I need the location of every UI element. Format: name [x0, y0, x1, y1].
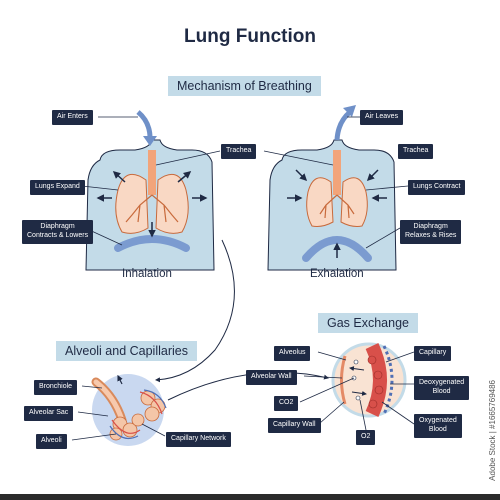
gas-exchange-illustration [331, 342, 407, 418]
inhalation-trachea [148, 150, 156, 195]
exhalation-right-lung [340, 177, 368, 227]
label-alveoli: Alveoli [36, 434, 67, 449]
connector-curve [155, 239, 235, 383]
exhalation-illustration [267, 105, 397, 271]
label-trachea-right: Trachea [398, 144, 434, 159]
label-capillary-network: Capillary Network [166, 432, 231, 447]
label-co2: CO2 [274, 396, 299, 411]
label-lungs-expand: Lungs Expand [30, 180, 85, 195]
page-title: Lung Function [184, 26, 316, 47]
label-trachea-center: Trachea [221, 144, 257, 159]
label-capillary-wall: Capillary Wall [268, 418, 321, 433]
air-leaves-arrow [334, 110, 352, 141]
label-air-enters: Air Enters [52, 110, 93, 125]
label-air-leaves: Air Leaves [360, 110, 404, 125]
inhalation-left-lung [115, 173, 149, 234]
label-alveolar-sac: Alveolar Sac [24, 406, 74, 421]
label-bronchiole: Bronchiole [34, 380, 78, 395]
capillary-network-lines [111, 391, 163, 434]
section-mechanism-of-breathing: Mechanism of Breathing [168, 76, 321, 96]
section-alveoli-and-capillaries: Alveoli and Capillaries [56, 341, 197, 361]
label-diaphragm-contracts: Diaphragm Contracts & Lowers [22, 220, 94, 244]
label-oxygenated-blood: Oxygenated Blood [414, 414, 462, 438]
exhalation-trachea [333, 150, 341, 195]
air-enters-arrow [136, 110, 153, 139]
label-deoxygenated-blood: Deoxygenated Blood [414, 376, 470, 400]
alveoli-illustration [91, 374, 167, 446]
red-blood-cells [367, 355, 384, 409]
label-o2: O2 [356, 430, 376, 445]
label-lungs-contract: Lungs Contract [408, 180, 466, 195]
gas-exchange-leader-lines [299, 351, 415, 431]
stock-watermark: Adobe Stock | #1665769486 [488, 380, 497, 481]
exhalation-diaphragm [302, 236, 372, 262]
alveoli-leader-lines [71, 385, 166, 441]
exhalation-left-lung [306, 177, 334, 227]
label-capillary: Capillary [414, 346, 452, 361]
caption-inhalation: Inhalation [122, 268, 172, 280]
top-leader-lines [81, 116, 409, 249]
alveolus-wall [340, 355, 347, 405]
label-alveolar-wall: Alveolar Wall [246, 370, 297, 385]
label-alveolus: Alveolus [274, 346, 311, 361]
inhalation-diaphragm [114, 235, 190, 252]
section-gas-exchange: Gas Exchange [318, 313, 418, 333]
label-diaphragm-relaxes: Diaphragm Relaxes & Rises [400, 220, 462, 244]
footer-bar [0, 494, 500, 500]
caption-exhalation: Exhalation [310, 268, 364, 280]
inhalation-right-lung [155, 173, 189, 234]
inhalation-illustration [85, 110, 215, 271]
